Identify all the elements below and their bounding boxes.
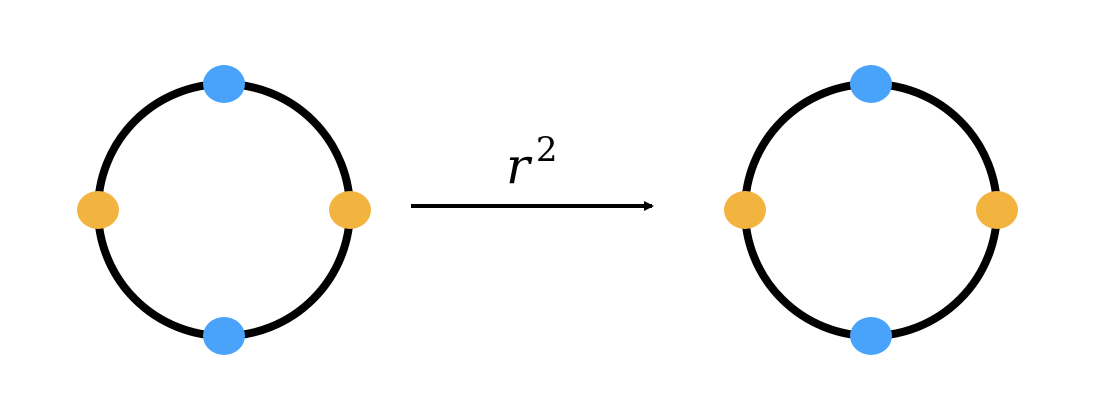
vertex-before-left-orange [77, 191, 119, 229]
operation-label: r 2 [506, 130, 558, 195]
ring-after-circle [741, 80, 1001, 340]
vertex-before-bottom-blue [203, 317, 245, 355]
vertex-after-right-orange [976, 191, 1018, 229]
transform-arrow-group: r 2 [411, 130, 654, 211]
operation-exponent: 2 [536, 130, 558, 170]
vertex-before-right-orange [329, 191, 371, 229]
vertex-after-left-orange [724, 191, 766, 229]
ring-before-circle [94, 80, 354, 340]
vertex-after-bottom-blue [850, 317, 892, 355]
vertex-before-top-blue [203, 65, 245, 103]
operation-base: r [506, 137, 533, 195]
vertex-after-top-blue [850, 65, 892, 103]
ring-after [724, 65, 1018, 355]
ring-before [77, 65, 371, 355]
